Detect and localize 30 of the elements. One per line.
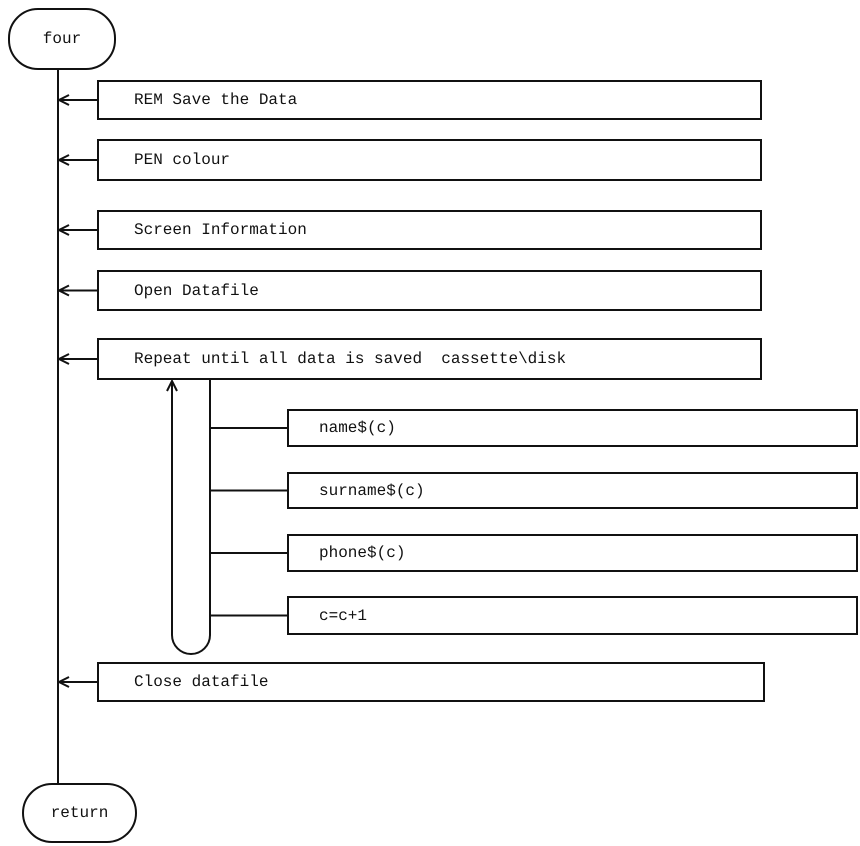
step-text: phone$(c) xyxy=(319,544,406,562)
step-text: Repeat until all data is saved cassette\disk xyxy=(134,350,566,368)
process-box xyxy=(287,409,858,447)
process-box xyxy=(287,472,858,509)
process-box xyxy=(97,80,762,120)
arrow xyxy=(166,380,287,655)
step-text: name$(c) xyxy=(319,419,396,437)
arrow xyxy=(58,224,97,236)
step-text: PEN colour xyxy=(134,151,230,169)
terminal-label: four xyxy=(42,30,82,48)
connector-line xyxy=(57,70,59,783)
process-box xyxy=(97,139,762,181)
arrow xyxy=(58,284,97,296)
terminal-label: return xyxy=(50,804,108,822)
process-box xyxy=(97,210,762,250)
step-text: REM Save the Data xyxy=(134,91,298,109)
arrow xyxy=(58,676,97,688)
step-text: Close datafile xyxy=(134,673,268,691)
arrow xyxy=(58,94,97,106)
arrow xyxy=(58,154,97,166)
process-box xyxy=(97,662,765,702)
process-box xyxy=(97,338,762,380)
process-box xyxy=(287,534,858,572)
step-text: c=c+1 xyxy=(319,606,368,624)
process-box xyxy=(287,596,858,635)
step-text: Screen Information xyxy=(134,221,307,239)
arrow xyxy=(58,353,97,365)
step-text: Open Datafile xyxy=(134,282,259,300)
step-text: surname$(c) xyxy=(319,482,425,500)
process-box xyxy=(97,270,762,311)
